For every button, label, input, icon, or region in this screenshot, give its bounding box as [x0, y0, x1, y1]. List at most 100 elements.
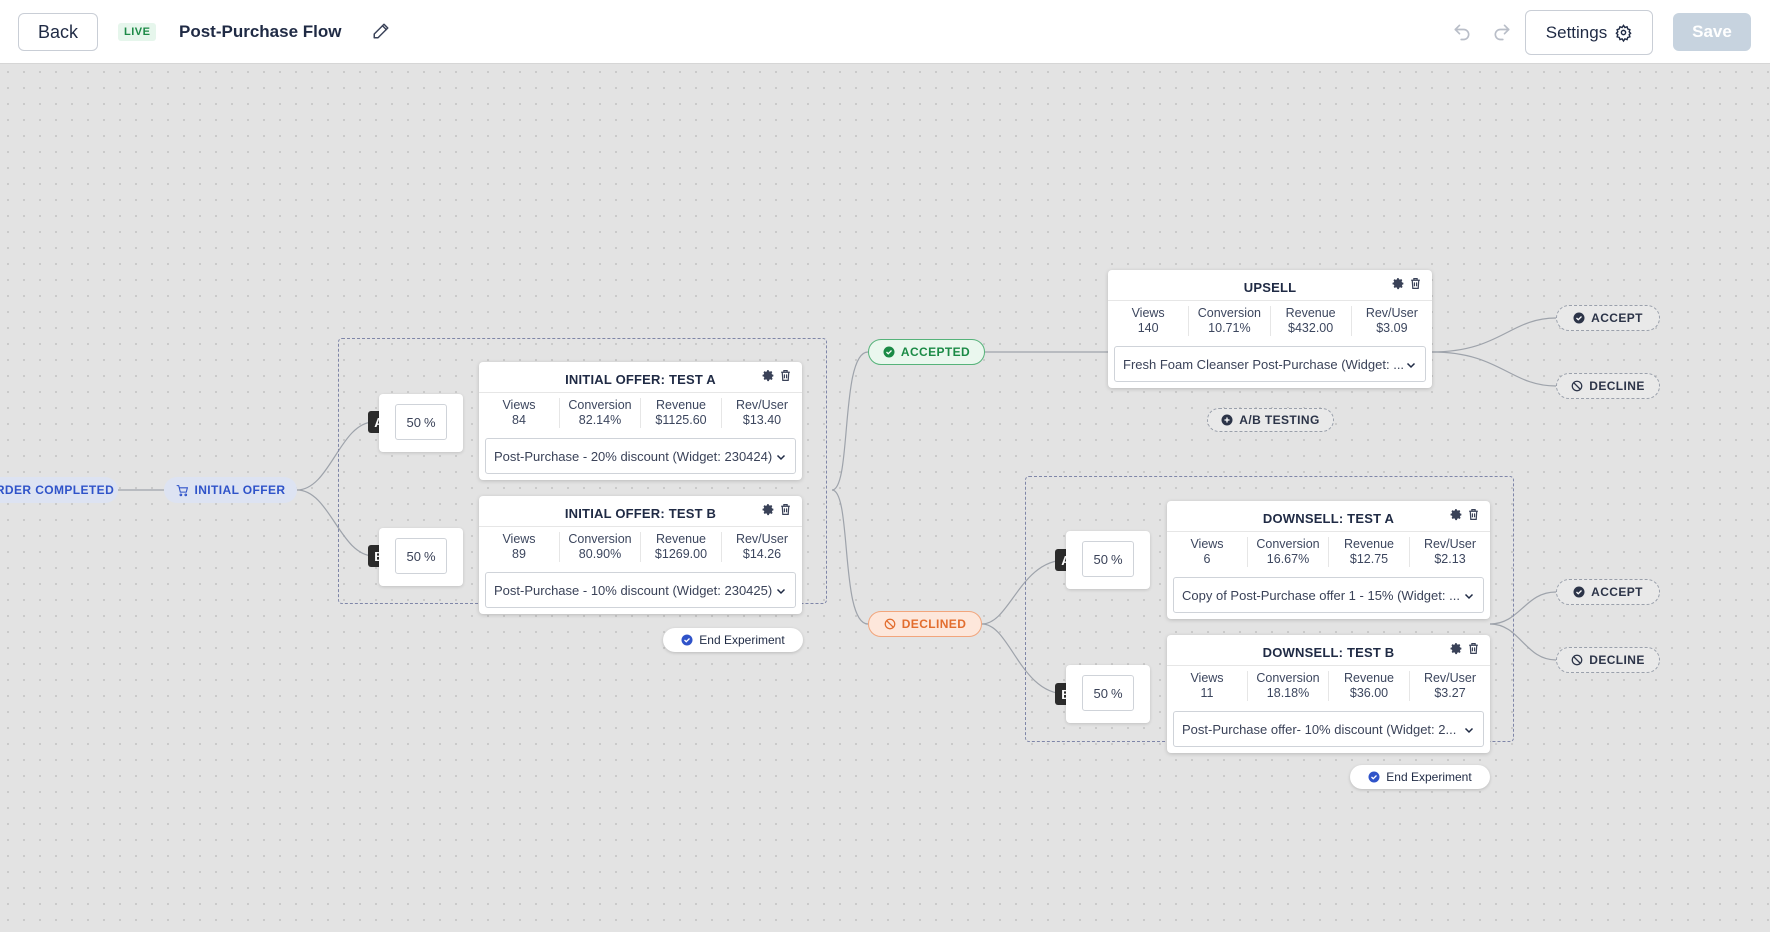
widget-select-value: Post-Purchase offer- 10% discount (Widge…: [1182, 721, 1457, 737]
gear-icon[interactable]: [1392, 277, 1405, 290]
upsell-decline-node[interactable]: DECLINE: [1556, 373, 1660, 399]
block-icon: [884, 618, 896, 630]
split-percent-input-a[interactable]: 50 %: [1082, 541, 1134, 577]
undo-icon[interactable]: [1452, 22, 1472, 42]
trash-icon[interactable]: [1467, 508, 1480, 521]
percent-sign: %: [423, 548, 436, 564]
stat-label: Views: [502, 532, 536, 546]
widget-select[interactable]: Post-Purchase - 10% discount (Widget: 23…: [485, 572, 796, 608]
stat-value: 10.71%: [1208, 321, 1251, 335]
stat-label: Rev/User: [1365, 306, 1418, 320]
downsell-decline-node[interactable]: DECLINE: [1556, 647, 1660, 673]
split-percent-input-b[interactable]: 50 %: [395, 538, 447, 574]
save-button[interactable]: Save: [1673, 13, 1751, 51]
downsell-variant-a-split: 50 %: [1066, 531, 1150, 589]
chevron-down-icon: [776, 588, 786, 595]
variant-a-split: 50 %: [379, 394, 463, 452]
declined-node[interactable]: DECLINED: [868, 611, 982, 637]
accepted-node[interactable]: ACCEPTED: [868, 339, 985, 365]
stat-revuser: Rev/User$3.09: [1350, 306, 1432, 336]
stat-value: $12.75: [1349, 552, 1389, 566]
stat-value: 16.67%: [1266, 552, 1310, 566]
downsell-variant-b-split: 50 %: [1066, 665, 1150, 723]
trash-icon[interactable]: [779, 369, 792, 382]
stat-value: 80.90%: [578, 547, 622, 561]
stat-value: 6: [1203, 552, 1211, 566]
downsell-accept-node[interactable]: ACCEPT: [1556, 579, 1660, 605]
settings-button[interactable]: Settings: [1525, 10, 1653, 55]
decline-label: DECLINE: [1589, 379, 1645, 393]
stat-label: Revenue: [655, 532, 707, 546]
stat-value: $3.27: [1434, 686, 1466, 700]
widget-select-value: Fresh Foam Cleanser Post-Purchase (Widge…: [1123, 356, 1405, 372]
stat-label: Revenue: [1343, 671, 1395, 685]
stat-revenue: Revenue$1125.60: [640, 398, 721, 428]
stat-label: Conversion: [1256, 671, 1320, 685]
gear-icon[interactable]: [762, 503, 775, 516]
percent-sign: %: [1110, 685, 1123, 701]
chevron-down-icon: [776, 454, 786, 461]
split-value-b: 50: [406, 548, 421, 564]
widget-select[interactable]: Copy of Post-Purchase offer 1 - 15% (Wid…: [1173, 577, 1484, 613]
stat-revenue: Revenue$432.00: [1269, 306, 1351, 336]
widget-select[interactable]: Fresh Foam Cleanser Post-Purchase (Widge…: [1114, 346, 1426, 382]
trash-icon[interactable]: [1409, 277, 1422, 290]
order-completed-label: RDER COMPLETED: [0, 483, 115, 497]
ab-testing-button[interactable]: A/B TESTING: [1207, 408, 1334, 432]
chevron-down-icon: [1406, 362, 1416, 369]
stat-value: $432.00: [1288, 321, 1334, 335]
back-button[interactable]: Back: [18, 13, 98, 51]
flow-canvas[interactable]: RDER COMPLETED INITIAL OFFER A 50 % B 50…: [0, 64, 1770, 932]
trash-icon[interactable]: [779, 503, 792, 516]
stat-revuser: Rev/User$14.26: [721, 532, 802, 562]
stat-label: Revenue: [1343, 537, 1395, 551]
card-title: INITIAL OFFER: TEST B: [564, 506, 717, 521]
stat-value: $2.13: [1434, 552, 1466, 566]
check-circle-icon: [883, 346, 895, 358]
gear-icon[interactable]: [762, 369, 775, 382]
split-value-b: 50: [1093, 685, 1108, 701]
stat-label: Conversion: [1256, 537, 1320, 551]
split-percent-input-b[interactable]: 50 %: [1082, 675, 1134, 711]
accept-label: ACCEPT: [1591, 585, 1643, 599]
stat-label: Rev/User: [735, 532, 789, 546]
trash-icon[interactable]: [1467, 642, 1480, 655]
widget-select-value: Post-Purchase - 20% discount (Widget: 23…: [494, 448, 773, 464]
ab-testing-label: A/B TESTING: [1239, 413, 1320, 427]
stat-value: $36.00: [1349, 686, 1389, 700]
stat-label: Views: [1190, 671, 1224, 685]
upsell-accept-node[interactable]: ACCEPT: [1556, 305, 1660, 331]
chevron-down-icon: [1464, 727, 1474, 734]
end-experiment-button[interactable]: End Experiment: [663, 628, 803, 652]
widget-select[interactable]: Post-Purchase - 20% discount (Widget: 23…: [485, 438, 796, 474]
redo-icon[interactable]: [1492, 22, 1512, 42]
split-percent-input-a[interactable]: 50 %: [395, 404, 447, 440]
initial-offer-node[interactable]: INITIAL OFFER: [164, 477, 297, 503]
stat-label: Conversion: [568, 398, 632, 412]
widget-select[interactable]: Post-Purchase offer- 10% discount (Widge…: [1173, 711, 1484, 747]
chevron-down-icon: [1464, 593, 1474, 600]
gear-icon[interactable]: [1450, 642, 1463, 655]
pencil-icon[interactable]: [372, 22, 390, 40]
gear-icon[interactable]: [1450, 508, 1463, 521]
stat-revuser: Rev/User$3.27: [1409, 671, 1490, 701]
card-title: INITIAL OFFER: TEST A: [565, 372, 716, 387]
stat-value: $14.26: [742, 547, 782, 561]
end-experiment-button[interactable]: End Experiment: [1350, 765, 1490, 789]
stat-revuser: Rev/User$13.40: [721, 398, 802, 428]
declined-label: DECLINED: [901, 617, 967, 631]
order-completed-node[interactable]: RDER COMPLETED: [0, 477, 118, 503]
